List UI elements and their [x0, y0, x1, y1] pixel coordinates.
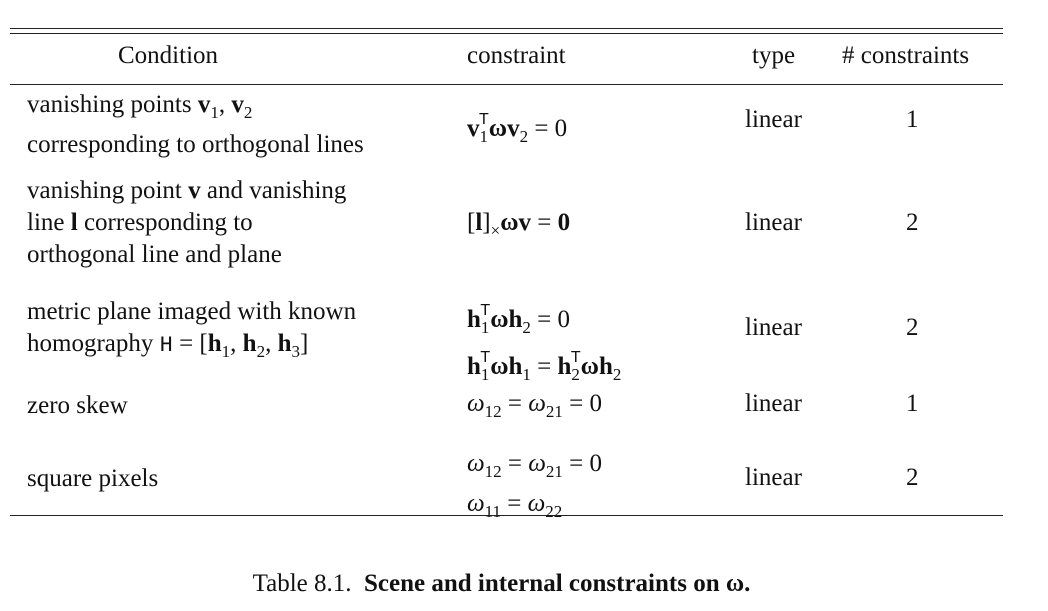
- row-3-count: 2: [906, 314, 919, 341]
- row-4-count: 1: [906, 390, 919, 417]
- row-4-condition: zero skew: [27, 392, 128, 419]
- row-1-type: linear: [745, 106, 802, 133]
- row-3-condition-line-1: metric plane imaged with known: [27, 298, 357, 325]
- top-rule-2: [10, 33, 1003, 34]
- row-5-condition: square pixels: [27, 465, 159, 492]
- row-2-type: linear: [745, 209, 802, 236]
- row-5-constraint-line-2: ω11 = ω22: [467, 490, 563, 521]
- row-4-type: linear: [745, 390, 802, 417]
- header-constraint: constraint: [467, 42, 566, 69]
- row-5-count: 2: [906, 464, 919, 491]
- row-1-constraint: v1Tωv2 = 0: [467, 111, 568, 146]
- row-2-condition-line-2: line l corresponding to: [27, 209, 253, 236]
- caption-label: Table 8.1.: [252, 570, 352, 597]
- row-3-constraint-line-2: h1Tωh1 = h2Tωh2: [467, 349, 622, 384]
- row-2-condition-line-1: vanishing point v and vanishing: [27, 177, 347, 204]
- header-condition: Condition: [118, 42, 219, 69]
- header-count: # constraints: [842, 42, 970, 69]
- row-3-condition: metric plane imaged with known homograph…: [27, 296, 356, 368]
- row-3-constraint-line-1: h1Tωh2 = 0: [467, 302, 570, 337]
- header-type: type: [752, 42, 796, 69]
- row-3-constraint: h1Tωh2 = 0 h1Tωh1 = h2Tωh2: [467, 296, 621, 390]
- row-2-condition: vanishing point v and vanishing line l c…: [27, 175, 346, 271]
- row-4-constraint: ω12 = ω21 = 0: [467, 390, 603, 421]
- row-3-type: linear: [745, 314, 802, 341]
- caption-text: Scene and internal constraints on ω.: [364, 570, 751, 597]
- bottom-rule: [10, 515, 1003, 516]
- table-caption: Table 8.1. Scene and internal constraint…: [0, 566, 1003, 602]
- row-5-constraint-line-1: ω12 = ω21 = 0: [467, 450, 603, 481]
- row-2-condition-line-3: orthogonal line and plane: [27, 241, 282, 268]
- row-2-count: 2: [906, 209, 919, 236]
- row-1-condition-line-2: corresponding to orthogonal lines: [27, 131, 364, 158]
- row-1-condition: vanishing points v1, v2 corresponding to…: [27, 89, 364, 161]
- top-rule-1: [10, 28, 1003, 29]
- row-1-count: 1: [906, 106, 919, 133]
- row-3-condition-line-2: homography H = [h1, h2, h3]: [27, 330, 309, 361]
- row-5-constraint: ω12 = ω21 = 0 ω11 = ω22: [467, 448, 602, 528]
- row-5-type: linear: [745, 464, 802, 491]
- row-2-constraint: [l]×ωv = 0: [467, 209, 571, 240]
- row-1-condition-line-1: vanishing points v1, v2: [27, 91, 253, 122]
- header-rule: [10, 84, 1003, 85]
